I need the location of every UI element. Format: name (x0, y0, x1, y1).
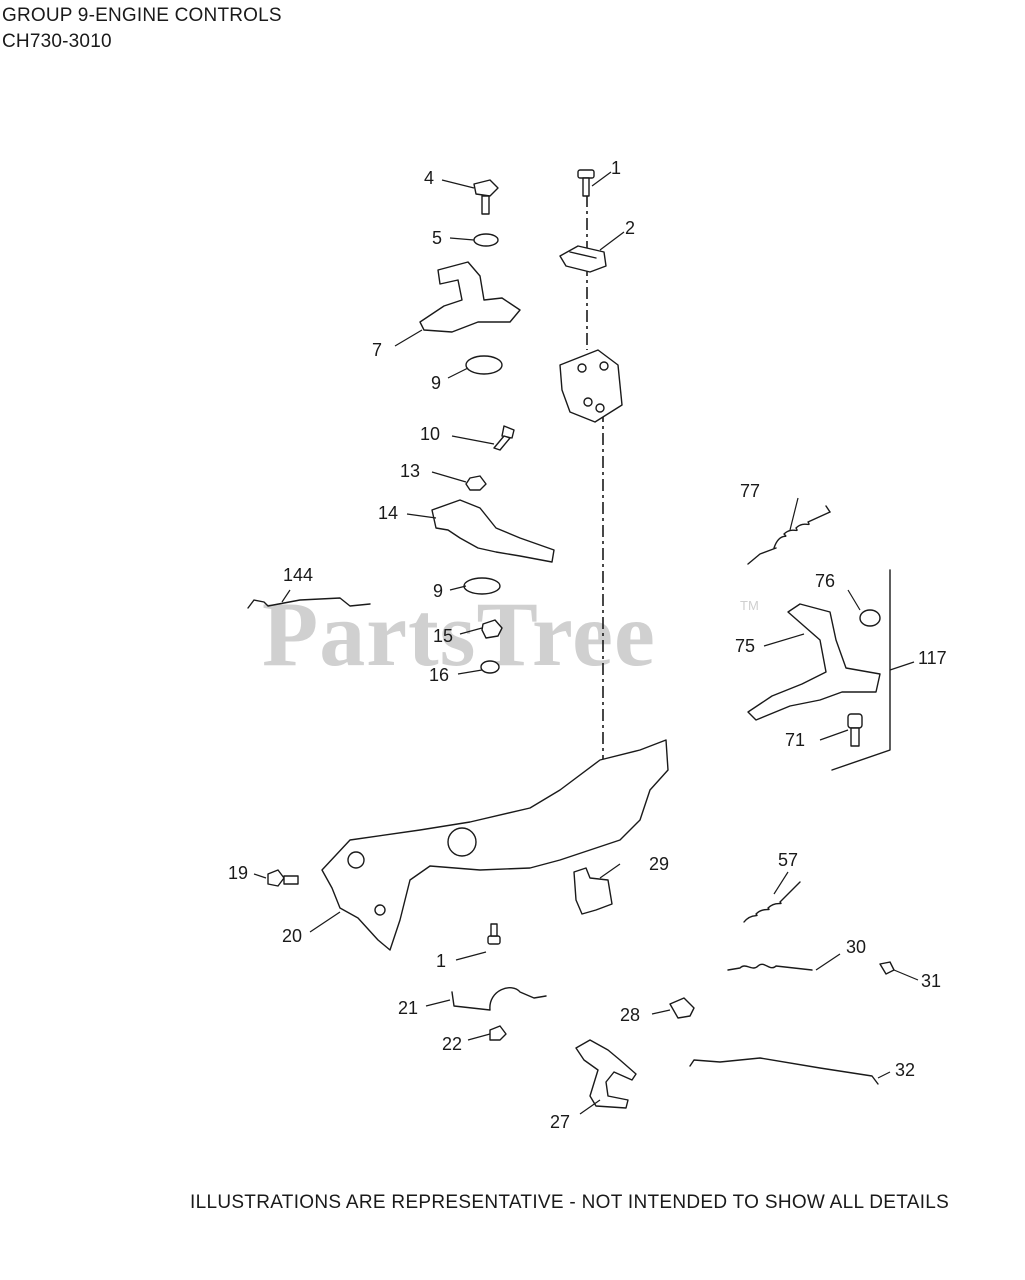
part-speed-control-lever[interactable] (747, 603, 881, 721)
base-plate-hole (374, 904, 386, 916)
part-choke-lever[interactable] (575, 1039, 637, 1109)
part-choke-rod[interactable] (689, 1057, 879, 1085)
callout-13: 13 (400, 461, 420, 481)
part-small-bracket[interactable] (573, 867, 613, 915)
part-control-lever[interactable] (431, 499, 555, 563)
leader-lines (253, 171, 919, 1115)
part-clevis-pin[interactable] (847, 713, 863, 747)
base-plate-cutout (447, 827, 477, 857)
callout-57: 57 (778, 850, 798, 870)
parts-tree-watermark: PartsTree (262, 583, 656, 685)
part-mounting-plate[interactable] (559, 349, 623, 423)
callout-5: 5 (432, 228, 442, 248)
part-screw-lower[interactable] (487, 923, 501, 945)
callout-21: 21 (398, 998, 418, 1018)
callout-10: 10 (420, 424, 440, 444)
part-wire-clip[interactable] (669, 997, 695, 1019)
part-hex-bolt[interactable] (267, 869, 299, 887)
part-spacer-nut[interactable] (859, 609, 881, 627)
callout-19: 19 (228, 863, 248, 883)
part-washer-large-2[interactable] (463, 577, 501, 595)
callout-30: 30 (846, 937, 866, 957)
callout-75: 75 (735, 636, 755, 656)
part-flange-nut[interactable] (489, 1025, 507, 1041)
callout-9: 9 (431, 373, 441, 393)
callout-2: 2 (625, 218, 635, 238)
base-plate-hole (347, 851, 365, 869)
callout-117: 117 (918, 648, 947, 668)
callout-144: 144 (283, 565, 313, 585)
callout-22: 22 (442, 1034, 462, 1054)
part-spring-washer[interactable] (480, 660, 500, 674)
diagram-group-title: GROUP 9-ENGINE CONTROLS (2, 5, 282, 26)
part-washer-large[interactable] (465, 355, 503, 375)
callout-16: 16 (429, 665, 449, 685)
part-washer-small[interactable] (473, 233, 499, 247)
part-control-base-plate[interactable] (321, 739, 669, 951)
assembly-bracket (831, 569, 891, 771)
callout-76: 76 (815, 571, 835, 591)
part-link-rod[interactable] (247, 597, 371, 609)
part-screw-top[interactable] (577, 169, 595, 197)
callout-71: 71 (785, 730, 805, 750)
callout-27: 27 (550, 1112, 570, 1132)
callout-77: 77 (740, 481, 760, 501)
callout-20: 20 (282, 926, 302, 946)
callout-4: 4 (424, 168, 434, 188)
callout-14: 14 (378, 503, 398, 523)
part-torsion-spring[interactable] (451, 987, 547, 1011)
part-clip[interactable] (559, 245, 607, 273)
callout-31: 31 (921, 971, 941, 991)
disclaimer-note: ILLUSTRATIONS ARE REPRESENTATIVE - NOT I… (190, 1192, 950, 1213)
part-shoulder-bolt[interactable] (493, 425, 515, 451)
trademark-mark: TM (740, 598, 759, 613)
part-governor-spring[interactable] (743, 881, 801, 923)
callout-32: 32 (895, 1060, 915, 1080)
part-extension-spring[interactable] (747, 505, 831, 565)
part-lock-nut[interactable] (481, 619, 503, 639)
part-hex-nut[interactable] (465, 475, 487, 491)
part-choke-spring[interactable] (727, 963, 813, 971)
callout-28: 28 (620, 1005, 640, 1025)
part-small-screw[interactable] (879, 961, 895, 975)
model-number: CH730-3010 (2, 31, 112, 52)
callout-1-lower: 1 (436, 951, 446, 971)
part-throttle-bracket[interactable] (419, 261, 521, 333)
callout-29: 29 (649, 854, 669, 874)
callout-7: 7 (372, 340, 382, 360)
callout-1: 1 (611, 158, 621, 178)
callout-15: 15 (433, 626, 453, 646)
callout-9-second: 9 (433, 581, 443, 601)
part-flange-bolt[interactable] (473, 179, 499, 215)
